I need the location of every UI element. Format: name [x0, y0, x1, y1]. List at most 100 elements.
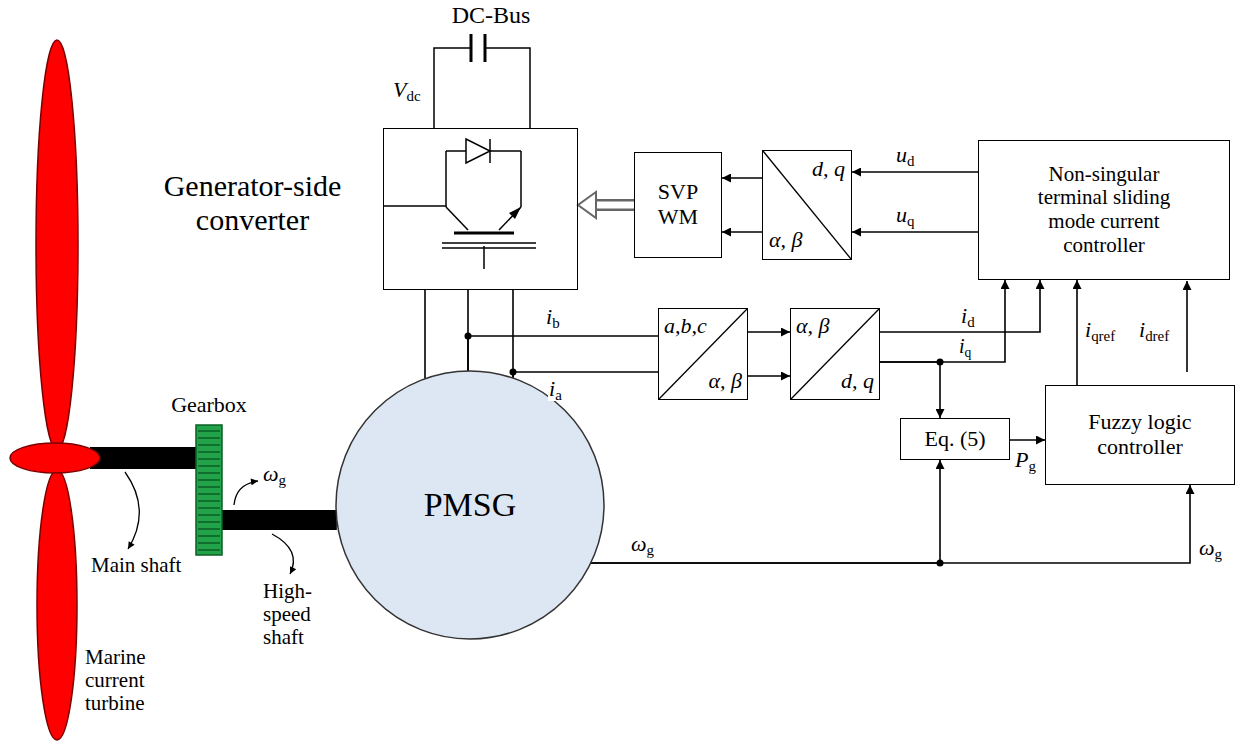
signal-wire	[852, 172, 978, 173]
wire-path	[591, 460, 940, 563]
node-text: Non-singular terminal sliding mode curre…	[1022, 163, 1187, 257]
capacitor-plate	[484, 34, 487, 62]
signal-wire	[880, 280, 1040, 332]
signal-label: ωg	[1198, 536, 1223, 560]
voltage-label: Vdc	[392, 78, 422, 102]
wire-path	[880, 280, 1040, 332]
text-wrap: Non-singular terminal sliding mode curre…	[1022, 163, 1187, 257]
gear-tooth	[198, 500, 220, 502]
shaft-label: High- speed shaft	[262, 580, 328, 649]
gearbox-body	[196, 425, 222, 555]
symbol-stroke	[445, 151, 447, 207]
gear-tooth	[198, 486, 220, 488]
signal-label: id	[960, 304, 976, 328]
transform-box: α, βd, q	[790, 308, 880, 400]
equation-box: Eq. (5)	[900, 418, 1010, 460]
signal-wire	[513, 372, 658, 378]
symbol-stroke	[520, 151, 522, 207]
wire-path	[852, 171, 978, 173]
fuzzy-controller-box: Fuzzy logic controller	[1045, 385, 1235, 485]
gearbox-outline	[196, 425, 222, 555]
turbine-hub	[10, 443, 100, 473]
signal-wire	[852, 232, 978, 233]
svpwm-box: SVP WM	[634, 152, 722, 258]
wire-path	[512, 290, 514, 378]
symbol-stroke	[446, 150, 466, 152]
divider-line	[791, 309, 879, 399]
gear-tooth	[198, 521, 220, 523]
signal-label: iqref	[1084, 318, 1116, 342]
node-text: PMSG	[424, 486, 517, 524]
pmsg-circle: PMSG	[335, 370, 605, 640]
symbol-stroke	[384, 205, 446, 207]
shaft-label: Main shaft	[90, 554, 182, 577]
text-wrap: SVP WM	[652, 180, 704, 229]
signal-label: ia	[548, 377, 563, 401]
junction-dot	[510, 369, 517, 376]
gearbox: Gearbox	[196, 425, 222, 555]
node-text: SVP WM	[652, 180, 704, 229]
arrow-head	[578, 192, 596, 218]
node-text: α, β	[769, 228, 803, 253]
divider-line	[659, 309, 747, 399]
text-wrap: PMSG	[424, 486, 517, 524]
node-text: a,b,c	[664, 314, 707, 339]
node-text: α, β	[708, 369, 742, 394]
wire-path	[852, 231, 978, 233]
turbine-blade	[36, 40, 78, 450]
igbt-symbol	[384, 139, 536, 269]
gear-tooth	[198, 507, 220, 509]
wire-path	[468, 336, 658, 371]
junction-dot	[465, 333, 472, 340]
signal-wire	[1077, 280, 1078, 385]
symbol-stroke	[499, 207, 521, 230]
signal-wire	[1010, 440, 1045, 441]
signal-wire	[880, 280, 1005, 362]
gear-tooth	[198, 437, 220, 439]
gear-tooth	[198, 451, 220, 453]
gear-tooth	[198, 493, 220, 495]
wire-path	[748, 331, 790, 333]
wire-path	[722, 231, 762, 233]
arrow-shaft	[596, 199, 634, 211]
main-shaft	[90, 447, 196, 469]
capacitor-plate	[470, 34, 473, 62]
text-wrap: Eq. (5)	[924, 427, 985, 452]
diode-symbol	[466, 139, 490, 163]
wire-path	[1076, 280, 1078, 385]
turbine-label: Marine current turbine	[84, 646, 176, 715]
signal-label: ib	[545, 305, 561, 329]
signal-wire	[880, 362, 940, 418]
wire-path	[591, 485, 1190, 563]
generator-circle	[336, 371, 604, 639]
symbol-stroke	[490, 150, 521, 152]
node-text: d, q	[812, 157, 845, 182]
wire-path	[880, 362, 940, 418]
channel-bar	[454, 232, 514, 235]
turbine-blade	[37, 470, 77, 740]
wire-path	[722, 177, 762, 179]
transform-box: d, q α, β	[762, 150, 852, 260]
speed-signal-label: ωg	[630, 532, 655, 556]
gear-tooth	[198, 479, 220, 481]
signal-wire	[591, 460, 940, 563]
divider-line	[763, 151, 851, 259]
node-text: Gearbox	[171, 393, 247, 418]
leader-arrow	[272, 534, 293, 574]
signal-wire	[591, 485, 1190, 563]
reference-input-arrow	[1186, 281, 1188, 372]
gear-tooth	[198, 535, 220, 537]
gear-tooth	[198, 472, 220, 474]
node-text: α, β	[796, 314, 830, 339]
junction-dot	[937, 359, 944, 366]
signal-label: uq	[895, 203, 915, 227]
converter-box: Generator-side converter	[383, 128, 578, 290]
rotation-arrow	[125, 472, 139, 549]
gear-tooth	[198, 542, 220, 544]
node-text: Fuzzy logic controller	[1075, 410, 1205, 459]
gear-tooth	[198, 514, 220, 516]
